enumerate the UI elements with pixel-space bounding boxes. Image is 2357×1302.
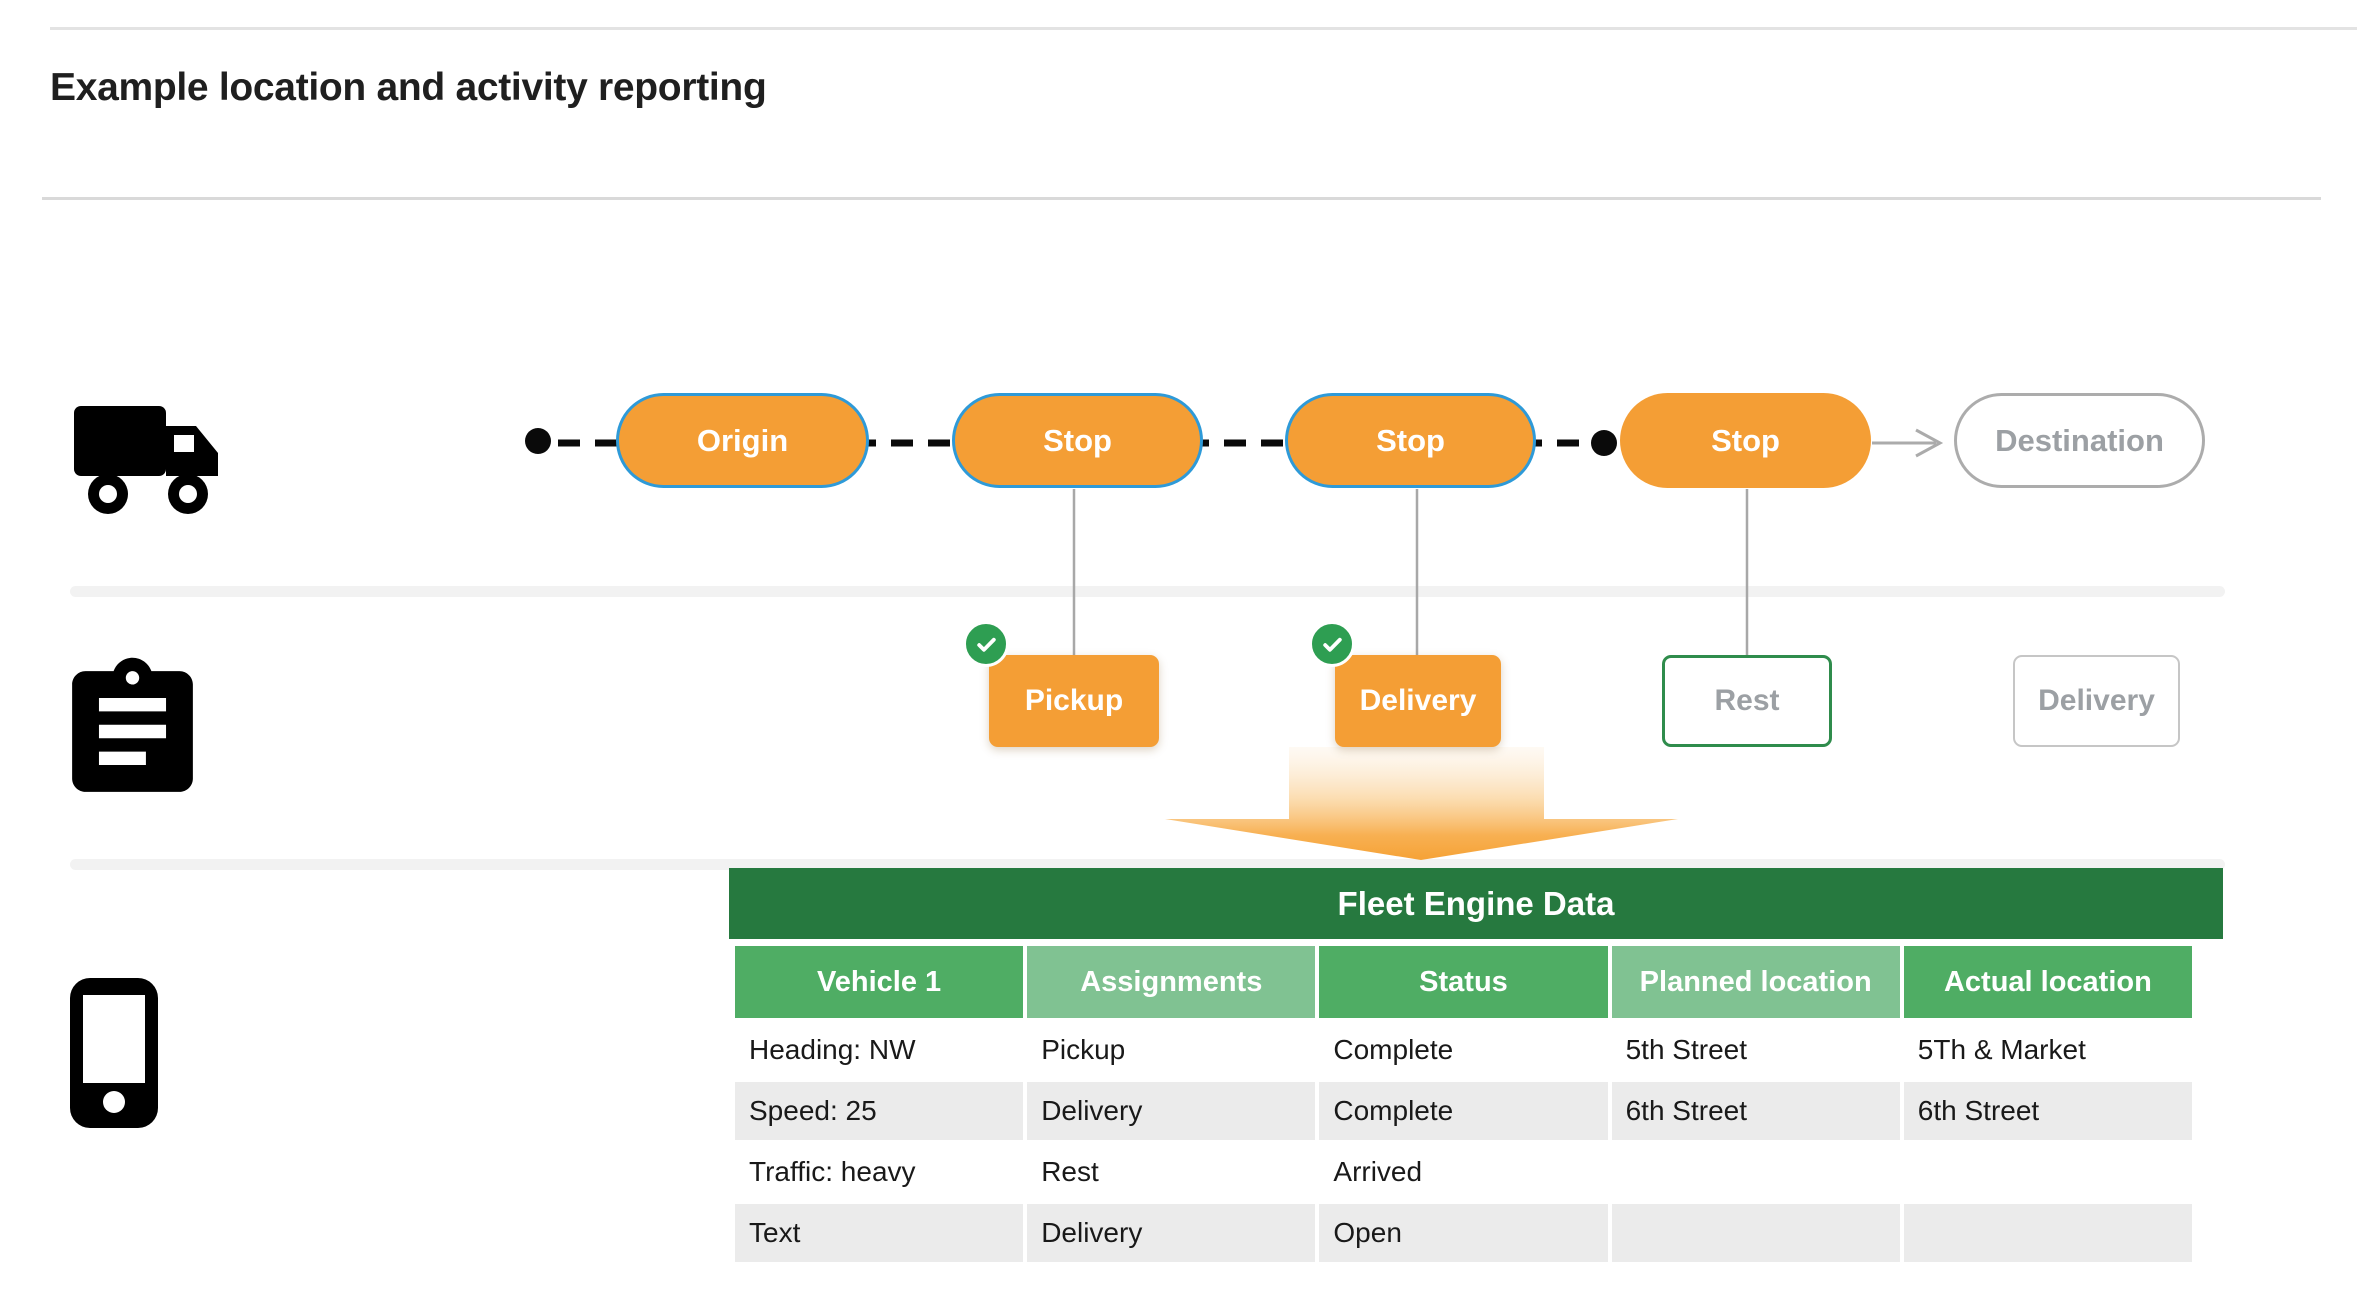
- activity-label: Delivery: [1359, 684, 1477, 717]
- table-cell: 6th Street: [1611, 1082, 1900, 1140]
- table-cell: Speed: 25: [735, 1082, 1024, 1140]
- column-header-actual-location: Actual location: [1903, 946, 2192, 1018]
- table-cell: [1904, 1143, 2192, 1201]
- table-cell: [1612, 1143, 1900, 1201]
- fleet-table-grid: Vehicle 1 Assignments Status Planned loc…: [735, 946, 2192, 1262]
- table-cell: Traffic: heavy: [749, 1156, 916, 1187]
- section-divider-2: [70, 859, 2225, 870]
- table-cell: Open: [1319, 1204, 1608, 1262]
- route-start-dot: [525, 428, 551, 454]
- table-cell: Pickup: [1041, 1034, 1126, 1065]
- fleet-engine-table: Fleet Engine Data Vehicle 1 Assignments …: [729, 868, 2223, 1262]
- table-cell: 6th Street: [1903, 1082, 2192, 1140]
- check-icon: [963, 621, 1009, 667]
- table-cell: Heading: NW: [749, 1034, 916, 1065]
- table-cell: Text: [735, 1204, 1024, 1262]
- smartphone-icon: [70, 978, 158, 1128]
- activity-delivery-pending: Delivery: [2013, 655, 2180, 747]
- destination-arrowhead-icon: [1915, 428, 1944, 458]
- title-divider: [42, 197, 2321, 200]
- table-cell: 5th Street: [1625, 1034, 1747, 1065]
- table-cell: Complete: [1333, 1034, 1454, 1065]
- route-node-stop-1: Stop: [952, 393, 1203, 488]
- truck-icon: [74, 406, 218, 514]
- activity-pickup: Pickup: [963, 621, 1159, 747]
- table-cell: Complete: [1319, 1082, 1608, 1140]
- page-title: Example location and activity reporting: [50, 66, 767, 109]
- activity-label: Rest: [1714, 684, 1780, 717]
- table-cell: [1903, 1204, 2192, 1262]
- table-cell: Delivery: [1027, 1204, 1316, 1262]
- table-cell: Rest: [1041, 1156, 1099, 1187]
- activity-delivery: Delivery: [1309, 621, 1501, 747]
- activity-rest: Rest: [1662, 655, 1832, 747]
- route-node-destination: Destination: [1954, 393, 2205, 488]
- table-cell: [1611, 1204, 1900, 1262]
- vehicle-position-dot: [1591, 430, 1617, 456]
- activity-label: Delivery: [2038, 684, 2155, 717]
- route-node-origin: Origin: [616, 393, 869, 488]
- down-arrow: [1165, 747, 1678, 860]
- column-header-planned-location: Planned location: [1611, 946, 1900, 1018]
- clipboard-icon: [72, 657, 193, 792]
- top-divider: [50, 27, 2357, 30]
- table-cell: 5Th & Market: [1917, 1034, 2086, 1065]
- fleet-table-title: Fleet Engine Data: [729, 868, 2223, 939]
- section-divider-1: [70, 586, 2225, 597]
- table-cell: Arrived: [1333, 1156, 1423, 1187]
- column-header-assignments: Assignments: [1027, 946, 1316, 1018]
- table-cell: Delivery: [1027, 1082, 1316, 1140]
- check-icon: [1309, 621, 1355, 667]
- route-node-stop-3: Stop: [1620, 393, 1871, 488]
- column-header-status: Status: [1319, 946, 1608, 1018]
- activity-label: Pickup: [1024, 684, 1124, 717]
- route-node-stop-2: Stop: [1285, 393, 1536, 488]
- column-header-vehicle: Vehicle 1: [735, 946, 1024, 1018]
